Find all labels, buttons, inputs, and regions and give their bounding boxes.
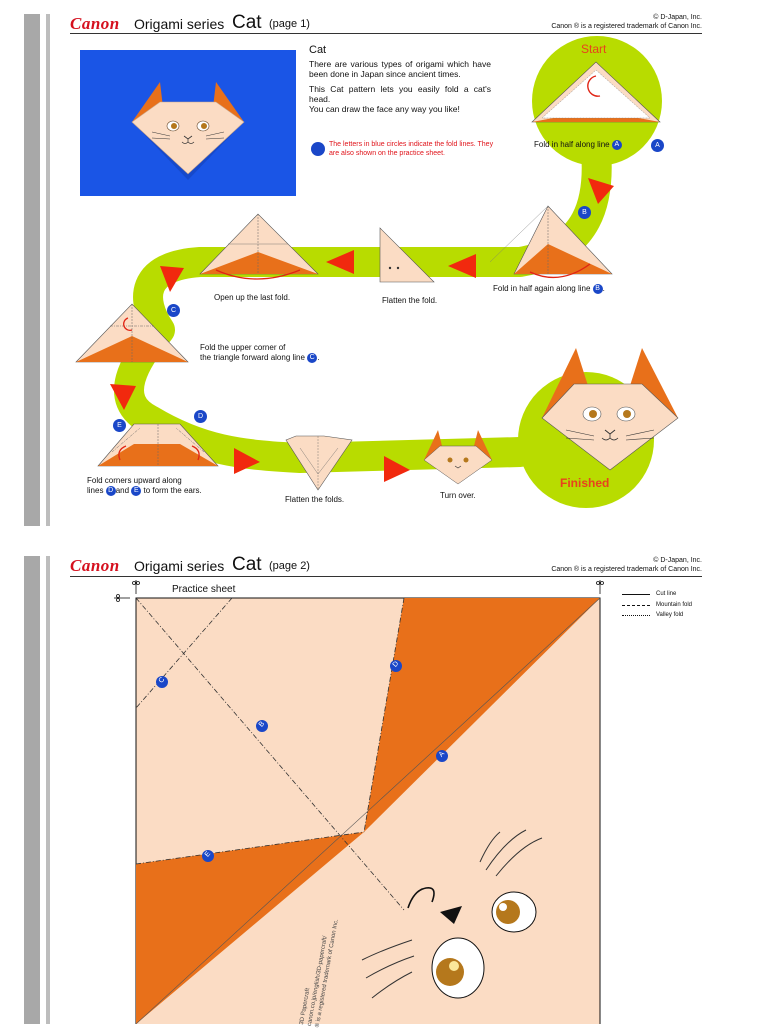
step5-badge: C <box>307 353 318 363</box>
page2-copyright-line1: © D-Japan, Inc. <box>653 557 702 564</box>
eyebrow-icon <box>407 886 435 909</box>
badge-d-diagram: D <box>194 410 207 423</box>
scissors-icon <box>114 580 604 602</box>
fold-badges <box>156 660 448 862</box>
step1-text: Fold in half along line <box>534 140 610 150</box>
step6-badge-e: E <box>131 486 142 496</box>
practice-sheet-label: Practice sheet <box>172 584 236 595</box>
folding-diagram <box>75 36 679 508</box>
step4-caption: Open up the last fold. <box>214 293 291 302</box>
fold-lines <box>135 597 601 1024</box>
page1-header-rule <box>70 33 702 34</box>
step1-diagram <box>531 61 661 123</box>
page1-sidebar-line <box>46 14 50 526</box>
badge-c-diagram: C <box>167 304 180 317</box>
nose-icon <box>440 906 462 924</box>
step5-text-line1: Fold the upper corner of <box>200 343 286 352</box>
legend-valley-label: Valley fold <box>656 612 684 618</box>
legend-mountain-label: Mountain fold <box>656 601 693 608</box>
start-label: Start <box>581 42 607 56</box>
red-arrows <box>110 178 614 482</box>
arrow-down-icon <box>110 384 136 410</box>
page2-copyright: © D-Japan, Inc. Canon ® is a registered … <box>462 556 702 574</box>
arrow-left-icon <box>448 254 476 278</box>
step2-diagram <box>489 205 613 278</box>
legend-cut: Cut line <box>622 589 692 600</box>
badge-a-diagram: A <box>651 139 664 152</box>
step3-diagram <box>379 227 435 283</box>
intro-para3: You can draw the face any way you like! <box>309 104 460 114</box>
step2-text: Fold in half again along line <box>493 284 591 294</box>
step5-diagram <box>75 303 189 363</box>
step1-badge: A <box>611 140 622 150</box>
page2-sidebar-bar <box>24 556 40 1024</box>
page2-series-title: Origami series <box>134 558 225 574</box>
arrow-right-icon <box>384 456 410 482</box>
step7-diagram <box>285 435 353 491</box>
step6-text-line1: Fold corners upward along <box>87 476 182 485</box>
step6-text-prefix: lines <box>87 486 104 496</box>
step6-text-suffix: to form the ears. <box>143 486 202 496</box>
step6-badge-d: D <box>105 486 116 496</box>
cat-photo <box>80 50 296 196</box>
page2-copyright-line2: Canon ® is a registered trademark of Can… <box>551 566 702 573</box>
blue-circle-legend-icon <box>311 142 325 156</box>
page2-sidebar-line <box>46 556 50 1024</box>
intro-heading: Cat <box>309 44 327 56</box>
page2-header-rule <box>70 576 702 577</box>
page1-canon-logo: Canon <box>70 14 120 33</box>
arrow-right-icon <box>234 448 260 474</box>
line-legend: Cut line Mountain fold Valley fold <box>622 589 692 621</box>
page2-title: Cat <box>232 554 262 575</box>
page1-title: Cat <box>232 12 262 33</box>
page1-sidebar-bar <box>24 14 40 526</box>
step5-text-line2: the triangle forward along line <box>200 353 305 363</box>
step6-diagram <box>97 423 219 467</box>
whiskers-lower-icon <box>361 939 415 999</box>
step8-small-cat <box>423 430 493 485</box>
cat-photo-illustration <box>131 82 245 180</box>
legend-cut-label: Cut line <box>656 591 677 597</box>
finished-label: Finished <box>560 476 610 490</box>
step4-diagram <box>199 213 319 280</box>
page1-copyright-line2: Canon ® is a registered trademark of Can… <box>551 23 702 30</box>
arrow-left-icon <box>160 266 184 292</box>
fold-line-note: The letters in blue circles indicate the… <box>329 141 494 157</box>
step8-caption: Turn over. <box>440 491 476 500</box>
orange-region-upper <box>364 598 600 832</box>
page1-page-number: (page 1) <box>269 18 310 30</box>
intro-text: Cat There are various types of origami w… <box>309 45 491 119</box>
step2-caption: Fold in half again along line B. <box>493 284 605 294</box>
legend-mountain: Mountain fold <box>622 600 692 611</box>
step5-caption: Fold the upper corner of the triangle fo… <box>200 343 320 363</box>
page1-series-title: Origami series <box>134 16 225 32</box>
legend-valley: Valley fold <box>622 610 692 621</box>
orange-region-lower <box>136 832 364 1024</box>
whiskers-upper-icon <box>479 829 543 877</box>
step3-caption: Flatten the fold. <box>382 296 438 305</box>
step6-conj: and <box>115 486 130 496</box>
arrow-down-icon <box>588 178 614 204</box>
intro-para2: This Cat pattern lets you easily fold a … <box>309 84 491 104</box>
badge-e-diagram: E <box>113 419 126 432</box>
finished-cat <box>541 348 679 471</box>
arrow-left-icon <box>326 250 354 274</box>
step2-badge: B <box>592 284 603 294</box>
page1-copyright-line1: © D-Japan, Inc. <box>653 14 702 21</box>
badge-b-diagram: B <box>578 206 591 219</box>
cat-face-sheet <box>361 829 543 999</box>
page2-page-number: (page 2) <box>269 560 310 572</box>
page2-canon-logo: Canon <box>70 556 120 575</box>
page1-copyright: © D-Japan, Inc. Canon ® is a registered … <box>462 13 702 31</box>
intro-para1: There are various types of origami which… <box>309 59 491 79</box>
step1-caption: Fold in half along line A <box>534 140 622 150</box>
step7-caption: Flatten the folds. <box>285 495 345 504</box>
